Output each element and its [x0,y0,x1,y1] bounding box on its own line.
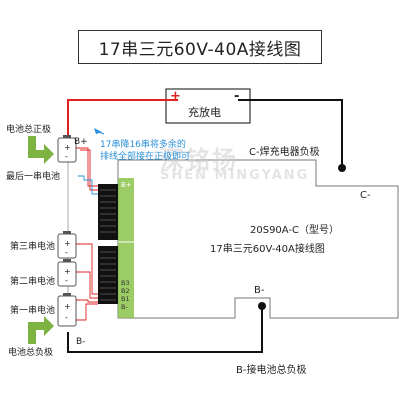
third-cell-label: 第三串电池 [10,242,56,252]
bplus-wire-label: B+ [74,137,88,147]
pad-bminus: B- [121,303,128,311]
connector-header-top [98,184,118,240]
c-minus-notch [316,166,392,186]
battery-cells [57,137,77,327]
cell-third-plus: + [64,239,71,248]
c-minus-wire [238,99,343,166]
balance-wires [74,147,98,321]
cell-second-minus: - [65,276,68,285]
arrow-total-negative-icon [28,316,54,344]
total-positive-label: 电池总正极 [6,125,52,135]
c-minus-terminal [338,164,346,172]
note-line-1: 17串降16串将多余的 [100,140,186,150]
c-minus-desc: C-焊充电器负极 [249,147,320,158]
b-minus-desc: B-接电池总负极 [236,365,307,376]
b-minus-label: B- [254,285,265,296]
board-border [117,159,399,319]
charger-label: 充放电 [188,106,221,119]
cell-last-minus: - [65,152,68,161]
c-minus-label: C- [360,190,371,201]
watermark-cn: 深铭扬 [160,146,238,174]
pad-b2: B2 [121,287,130,295]
connector-pins [100,189,116,301]
positive-wire [67,99,178,140]
bminus-wire-label: B- [76,337,86,347]
b-minus-wire [67,306,263,353]
note-line-2: 排线全部接在正极即可 [100,152,191,162]
second-cell-label: 第二串电池 [10,277,56,287]
cell-first-minus: - [65,313,68,322]
model-label: 20S90A-C（型号） [250,225,340,236]
board-title: 17串三元60V-40A接线图 [210,244,325,255]
pad-b3: B3 [121,279,130,287]
charger-box [165,88,251,124]
total-negative-label: 电池总负极 [8,348,54,358]
cell-first-plus: + [64,302,71,311]
connector-strip [118,178,134,318]
charger-minus: - [234,89,240,104]
last-cell-label: 最后一串电池 [6,172,61,182]
pad-b1: B1 [121,295,130,303]
diagram-title-text: 17串三元60V-40A接线图 [98,39,302,60]
cell-second-plus: + [64,267,71,276]
diagram-title: 17串三元60V-40A接线图 [78,30,322,64]
first-cell-label: 第一串电池 [10,306,56,316]
charger-plus: + [170,89,181,104]
connector-header-bottom [98,246,118,304]
watermark-en: SHEN MINGYANG [160,168,310,183]
cell-last-plus: + [64,143,71,152]
pad-bplus: B+ [121,181,132,189]
b-minus-terminal [258,302,266,310]
cell-third-minus: - [65,248,68,257]
arrow-total-positive-icon [28,136,54,164]
